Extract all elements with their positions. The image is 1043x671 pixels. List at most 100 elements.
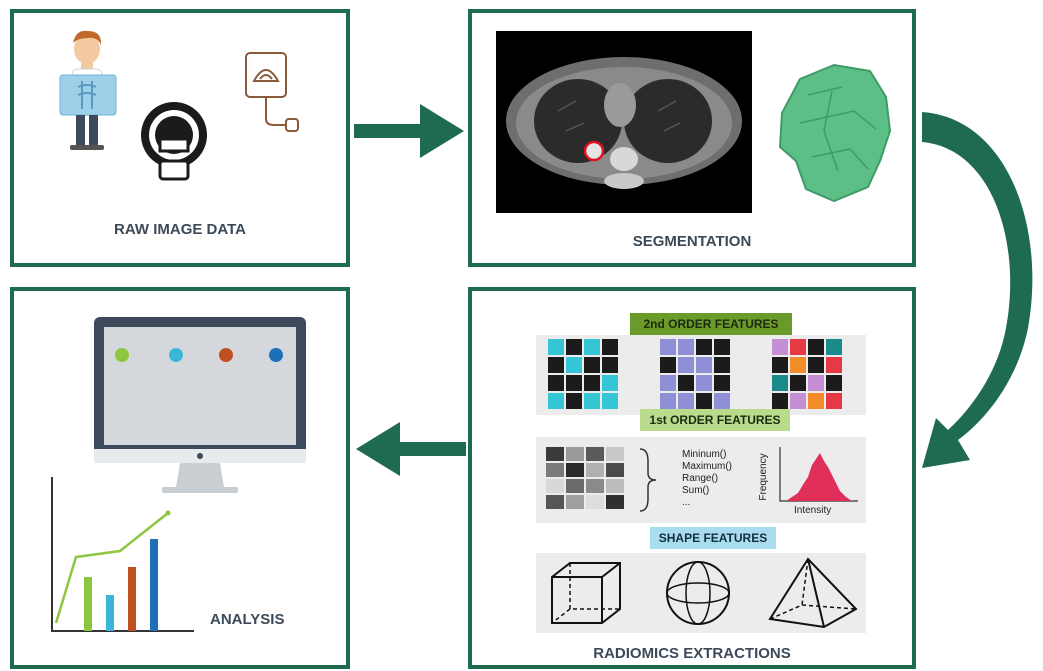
histogram-ylabel: Frequency — [758, 453, 769, 501]
shape-features-tag: SHAPE FEATURES — [650, 527, 776, 549]
curly-brace-icon — [639, 448, 657, 512]
matrix-cell — [660, 393, 676, 409]
panel-raw-image-data: RAW IMAGE DATA — [10, 9, 350, 267]
matrix-cell — [790, 393, 806, 409]
matrix-cell — [660, 357, 676, 373]
matrix-cell — [826, 339, 842, 355]
matrix-cell — [772, 339, 788, 355]
panel-radiomics-extractions: 2nd ORDER FEATURES 1st ORDER FEATURES Mi… — [468, 287, 916, 669]
matrix-cell — [584, 375, 600, 391]
grayscale-cell — [566, 447, 584, 461]
analysis-title: ANALYSIS — [210, 611, 285, 628]
grayscale-cell — [586, 463, 604, 477]
matrix-cell — [714, 375, 730, 391]
doctor-xray-icon — [59, 30, 117, 150]
function-minimum: Mininum() — [682, 449, 727, 460]
function-ellipsis: ... — [682, 497, 691, 508]
matrix-cell — [678, 375, 694, 391]
matrix-cell — [584, 393, 600, 409]
mri-scanner-icon — [141, 102, 207, 181]
segmentation-title: SEGMENTATION — [632, 233, 752, 250]
matrix-cell — [826, 393, 842, 409]
matrix-cell — [808, 375, 824, 391]
function-maximum: Maximum() — [682, 461, 732, 472]
radiomics-extractions-title: RADIOMICS EXTRACTIONS — [593, 645, 791, 662]
grayscale-cell — [586, 479, 604, 493]
matrix-cell — [714, 393, 730, 409]
matrix-cell — [548, 375, 564, 391]
second-order-features-tag: 2nd ORDER FEATURES — [630, 313, 792, 335]
matrix-cell — [660, 339, 676, 355]
matrix-cell — [696, 375, 712, 391]
matrix-cell — [678, 339, 694, 355]
second-order-matrix-grid — [548, 339, 842, 409]
matrix-cell — [696, 393, 712, 409]
matrix-cell — [602, 375, 618, 391]
matrix-cell — [602, 393, 618, 409]
function-range: Range() — [682, 473, 719, 484]
matrix-cell — [808, 339, 824, 355]
matrix-cell — [808, 357, 824, 373]
matrix-cell — [772, 393, 788, 409]
matrix-cell — [602, 357, 618, 373]
arrow-left-icon — [356, 422, 466, 476]
matrix-cell — [584, 339, 600, 355]
matrix-cell — [714, 339, 730, 355]
matrix-cell — [790, 339, 806, 355]
function-sum: Sum() — [682, 485, 710, 496]
raw-image-data-title: RAW IMAGE DATA — [114, 221, 246, 238]
matrix-cell — [678, 393, 694, 409]
matrix-cell — [790, 357, 806, 373]
histogram-xlabel: Intensity — [794, 505, 832, 516]
grayscale-cell — [546, 479, 564, 493]
arrow-curved-down-icon — [922, 112, 1033, 468]
grayscale-cell — [586, 495, 604, 509]
grayscale-cell — [546, 463, 564, 477]
matrix-cell — [566, 375, 582, 391]
matrix-cell — [714, 357, 730, 373]
intensity-histogram-icon — [779, 447, 858, 502]
matrix-cell — [772, 357, 788, 373]
monitor-icon — [94, 317, 306, 493]
grayscale-cell — [606, 495, 624, 509]
matrix-cell — [826, 357, 842, 373]
matrix-cell — [548, 393, 564, 409]
ultrasound-icon — [245, 52, 299, 132]
ct-scan-image — [496, 31, 752, 213]
grayscale-cell — [606, 479, 624, 493]
grayscale-cell — [586, 447, 604, 461]
matrix-cell — [808, 393, 824, 409]
shape-panel — [536, 553, 866, 633]
matrix-cell — [548, 357, 564, 373]
first-order-grayscale-grid — [546, 447, 624, 509]
sphere-icon — [666, 561, 730, 625]
tumor-3d-mask-icon — [778, 63, 892, 203]
matrix-cell — [790, 375, 806, 391]
matrix-cell — [660, 375, 676, 391]
grayscale-cell — [566, 463, 584, 477]
matrix-cell — [772, 375, 788, 391]
grayscale-cell — [546, 495, 564, 509]
grayscale-cell — [566, 479, 584, 493]
matrix-cell — [602, 339, 618, 355]
grayscale-cell — [606, 447, 624, 461]
matrix-cell — [826, 375, 842, 391]
grayscale-cell — [546, 447, 564, 461]
pyramid-icon — [768, 557, 858, 629]
matrix-cell — [566, 393, 582, 409]
cube-icon — [551, 562, 621, 624]
bar-line-chart-icon — [51, 477, 194, 632]
function-list: Mininum() Maximum() Range() Sum() ... — [682, 449, 772, 513]
arrow-right-icon — [354, 104, 464, 158]
panel-segmentation: SEGMENTATION — [468, 9, 916, 267]
first-order-features-tag: 1st ORDER FEATURES — [640, 409, 790, 431]
matrix-cell — [584, 357, 600, 373]
matrix-cell — [678, 357, 694, 373]
grayscale-cell — [606, 463, 624, 477]
matrix-cell — [696, 339, 712, 355]
matrix-cell — [566, 357, 582, 373]
matrix-cell — [696, 357, 712, 373]
matrix-cell — [548, 339, 564, 355]
panel-analysis: ANALYSIS — [10, 287, 350, 669]
matrix-cell — [566, 339, 582, 355]
